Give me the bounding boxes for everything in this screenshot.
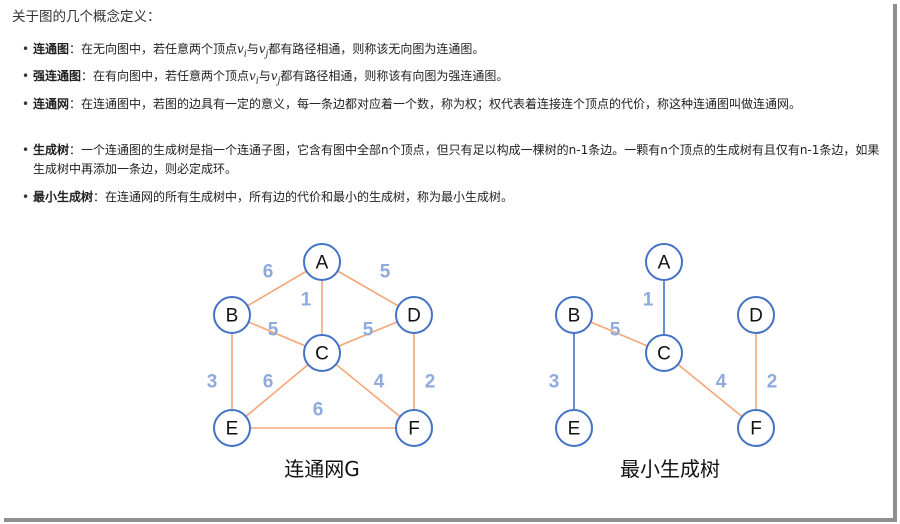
concept-term: 生成树 [33,143,70,157]
concept-separator: ： [81,69,94,83]
edge-c-f [321,352,415,429]
math-variable: vj [258,42,269,60]
graph-network: 6 1 5 5 5 3 6 4 2 6 A B C D E F 连通网G [207,243,436,481]
concept-text: 与 [246,42,259,56]
concept-item-connected-network: 连通网：在连通图中，若图的边具有一定的意义，每一条边都对应着一个数，称为权；权代… [22,95,883,114]
concept-separator: ： [93,190,106,204]
edge-c-e [231,352,323,429]
node-label: B [568,306,581,327]
node-c: C [645,334,683,372]
concept-term: 最小生成树 [33,190,94,204]
edge-weight-b-e: 3 [549,372,560,393]
concept-separator: ： [69,42,82,56]
edge-weight-c-e: 6 [263,372,274,393]
node-label: C [315,344,329,365]
graph-caption: 最小生成树 [620,457,720,481]
node-label: D [407,306,421,327]
concept-text: 在无向图中，若任意两个顶点 [81,42,238,56]
edge-weight-d-f: 2 [767,372,778,393]
graph-minimum-spanning-tree: 1 5 3 4 2 A B C D E F 最小生成树 [549,243,778,481]
concept-term: 连通网 [33,97,70,111]
edge-weight-b-e: 3 [207,372,218,393]
node-label: A [658,253,671,274]
node-d: D [395,296,433,334]
concept-separator: ： [69,143,82,157]
concept-item-connected-graph: 连通图：在无向图中，若任意两个顶点vi与vj都有路径相通，则称该无向图为连通图。 [22,40,883,64]
node-label: F [408,419,420,440]
node-b: B [555,296,593,334]
concept-text: 在有向图中，若任意两个顶点 [93,69,250,83]
edge-weight-e-f: 6 [313,400,324,421]
node-label: F [750,419,762,440]
edge-weight-b-c: 5 [268,320,279,341]
concept-text: 一个连通图的生成树是指一个连通子图，它含有图中全部n个顶点，但只有足以构成一棵树… [33,143,880,176]
concept-text: 在连通网的所有生成树中，所有边的代价和最小的生成树，称为最小生成树。 [105,190,514,204]
edge-weight-c-f: 4 [374,372,385,393]
node-c: C [303,334,341,372]
math-variable: vi [249,69,259,87]
edge-weight-a-c: 1 [643,290,654,311]
node-d: D [737,296,775,334]
edge-weight-a-c: 1 [301,290,312,311]
edge-weight-c-f: 4 [716,372,727,393]
node-e: E [555,409,593,447]
node-label: E [226,419,239,440]
concept-item-spanning-tree: 生成树：一个连通图的生成树是指一个连通子图，它含有图中全部n个顶点，但只有足以构… [22,141,883,179]
graph-caption: 连通网G [284,457,360,481]
edge-c-f [663,352,757,429]
concept-text: 都有路径相通，则称该有向图为强连通图。 [280,69,509,83]
edge-weight-d-f: 2 [425,372,436,393]
node-b: B [213,296,251,334]
edge-weight-c-d: 5 [363,320,374,341]
math-variable: vj [270,69,281,87]
edge-weight-a-b: 6 [263,262,274,283]
concept-text: 与 [258,69,271,83]
node-label: D [749,306,763,327]
concept-text: 都有路径相通，则称该无向图为连通图。 [268,42,485,56]
math-variable: vi [237,42,247,60]
concept-item-minimum-spanning-tree: 最小生成树：在连通网的所有生成树中，所有边的代价和最小的生成树，称为最小生成树。 [22,188,883,207]
node-a: A [303,243,341,281]
node-label: A [316,253,329,274]
concept-text: 在连通图中，若图的边具有一定的意义，每一条边都对应着一个数，称为权；权代表着连接… [81,97,802,111]
concept-separator: ： [69,97,82,111]
page-shadow-right [893,4,897,522]
node-f: F [737,409,775,447]
page-shadow-bottom [4,518,897,522]
node-label: C [657,344,671,365]
concept-term: 强连通图 [33,69,82,83]
node-label: B [226,306,239,327]
page-heading: 关于图的几个概念定义： [12,9,161,25]
concept-item-strongly-connected-graph: 强连通图：在有向图中，若任意两个顶点vi与vj都有路径相通，则称该有向图为强连通… [22,67,883,91]
node-e: E [213,409,251,447]
edge-weight-a-d: 5 [380,262,391,283]
concept-term: 连通图 [33,42,70,56]
node-a: A [645,243,683,281]
node-f: F [395,409,433,447]
edge-weight-b-c: 5 [610,320,621,341]
node-label: E [568,419,581,440]
